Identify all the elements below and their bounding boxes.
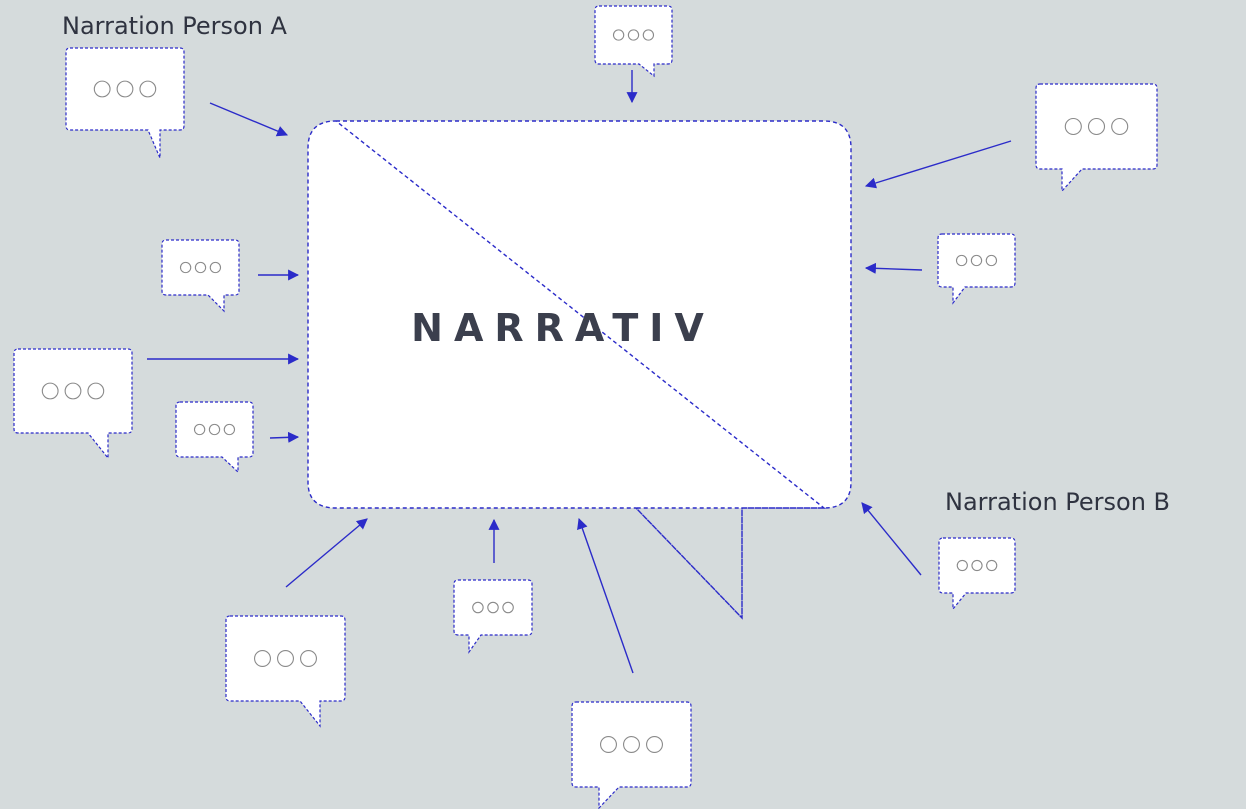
ellipsis-dot (193, 423, 206, 436)
speech-bubble-outline (453, 579, 533, 654)
speech-bubble-outline (571, 701, 692, 809)
ellipsis-dot (93, 80, 111, 98)
ellipsis-dot (208, 423, 221, 436)
speech-bubble-outline (225, 615, 346, 728)
ellipsis-dot (986, 559, 998, 572)
ellipsis-dot (627, 29, 640, 41)
arrow-from-right (864, 262, 923, 274)
narrative-central-bubble (307, 120, 852, 620)
speech-bubble-icon (571, 701, 692, 809)
ellipsis-dot (600, 736, 617, 753)
speech-bubble-icon (13, 348, 133, 460)
narration-person-b-label: Narration Person B (945, 488, 1170, 516)
ellipsis-dot (87, 382, 105, 400)
ellipsis-dot (179, 261, 192, 274)
arrow-from-person-b (861, 502, 922, 576)
ellipsis-dot (1064, 117, 1082, 136)
arrow-from-left-lower (269, 431, 300, 443)
speech-bubble-outline (161, 239, 240, 313)
ellipsis-dot (1111, 117, 1129, 136)
ellipsis-dot (223, 423, 236, 436)
speech-bubble-icon (1035, 83, 1158, 193)
ellipsis-dot (1087, 117, 1106, 136)
ellipsis-dot (970, 254, 983, 267)
ellipsis-dot (41, 382, 59, 400)
arrows-group (147, 70, 1012, 674)
ellipsis-dot (971, 559, 983, 572)
speech-bubble-outline (13, 348, 133, 460)
speech-bubble-icon (938, 537, 1016, 611)
ellipsis-dot (64, 382, 82, 400)
ellipsis-dot (612, 29, 625, 41)
arrow-from-bottom (577, 517, 634, 674)
ellipsis-dot (300, 650, 317, 667)
speech-bubble-outline (594, 5, 673, 78)
speech-bubble-icon (175, 401, 254, 474)
speech-bubble-outline (175, 401, 254, 474)
arrow-from-person-a (209, 102, 289, 137)
ellipsis-dot (487, 601, 499, 614)
ellipsis-dot (642, 29, 655, 41)
speech-bubble-outline (1035, 83, 1158, 193)
speech-bubble-icon (937, 233, 1016, 305)
speech-bubble-outline (65, 47, 185, 159)
speech-bubble-icon (225, 615, 346, 728)
speech-bubbles-group (13, 5, 1158, 809)
ellipsis-dot (646, 736, 663, 753)
ellipsis-dot (623, 736, 640, 753)
speech-bubble-icon (161, 239, 240, 313)
narrative-title: NARRATIV (411, 306, 715, 350)
speech-bubble-outline (938, 537, 1016, 611)
ellipsis-dot (116, 80, 134, 98)
ellipsis-dot (277, 650, 294, 667)
ellipsis-dot (472, 601, 484, 614)
ellipsis-dot (985, 254, 998, 267)
arrow-from-top-right (864, 140, 1012, 189)
ellipsis-dot (955, 254, 968, 267)
ellipsis-dot (209, 261, 222, 274)
speech-bubble-icon (65, 47, 185, 159)
speech-bubble-icon (453, 579, 533, 654)
speech-bubble-outline (937, 233, 1016, 305)
speech-bubble-icon (594, 5, 673, 78)
ellipsis-dot (502, 601, 514, 614)
ellipsis-dot (956, 559, 968, 572)
ellipsis-dot (139, 80, 157, 98)
ellipsis-dot (194, 261, 207, 274)
ellipsis-dot (254, 650, 271, 667)
narration-person-a-label: Narration Person A (62, 12, 288, 40)
arrow-from-bottom-left (285, 518, 368, 588)
